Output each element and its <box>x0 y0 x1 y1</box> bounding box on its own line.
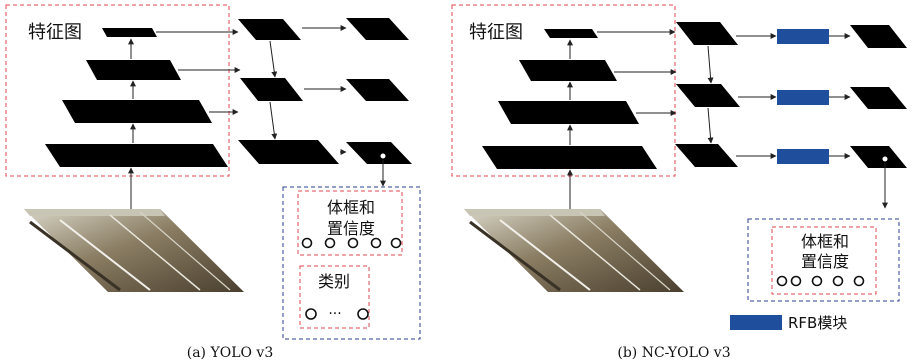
head-block <box>346 18 409 40</box>
caption-a: (a) YOLO v3 <box>187 345 273 361</box>
barn-photo-icon <box>24 209 244 292</box>
class-box <box>299 265 370 329</box>
circle-icon <box>832 275 844 287</box>
bbox-confidence-box <box>297 190 403 256</box>
bbox-label-line1: 体框和 <box>801 232 849 251</box>
circle-icon <box>776 275 788 287</box>
circle-icon <box>324 237 336 249</box>
rfb-module-block <box>777 90 829 105</box>
rfb-legend-swatch <box>730 315 782 330</box>
barn-photo-icon <box>464 209 684 292</box>
circle-icon <box>347 237 359 249</box>
feature-block <box>544 29 598 38</box>
feature-block <box>240 78 303 101</box>
feature-block <box>45 144 228 167</box>
arrow <box>269 101 278 140</box>
head-block <box>850 146 907 168</box>
panel-b: 特征图 体框和 置信度 <box>451 4 907 361</box>
class-label: 类别 <box>318 272 350 291</box>
circle-icon <box>305 308 317 320</box>
feature-block <box>86 60 181 80</box>
anchor-circles <box>301 237 402 249</box>
head-block <box>850 25 907 48</box>
feature-map-label: 特征图 <box>469 22 523 43</box>
circle-icon <box>790 275 802 287</box>
bbox-confidence-box <box>771 226 877 295</box>
output-explanation-box <box>282 186 421 340</box>
feature-block <box>519 60 617 81</box>
arrow <box>269 40 278 78</box>
rfb-module-block <box>777 149 829 164</box>
feature-block <box>238 140 339 164</box>
feature-block <box>482 146 657 169</box>
bbox-label-line2: 置信度 <box>801 252 849 271</box>
circle-icon <box>853 275 865 287</box>
feature-map-region <box>5 4 230 177</box>
feature-block <box>102 28 157 37</box>
feature-map-region <box>451 4 676 177</box>
circle-icon <box>357 308 369 320</box>
output-explanation-box <box>747 218 900 302</box>
feature-block <box>238 19 301 40</box>
feature-block <box>675 144 738 167</box>
circle-icon <box>390 237 402 249</box>
head-block <box>850 87 907 109</box>
feature-block <box>498 101 639 124</box>
head-block <box>346 79 409 101</box>
feature-block <box>676 22 738 45</box>
bbox-label-line1: 体框和 <box>327 198 375 217</box>
rfb-legend-label: RFB模块 <box>788 314 847 332</box>
feature-block <box>62 100 212 123</box>
arrow <box>707 107 714 144</box>
panel-a: 特征图 体框和 置信度 <box>5 4 421 361</box>
rfb-module-block <box>777 29 829 44</box>
bbox-label-line2: 置信度 <box>327 219 375 238</box>
head-block <box>346 142 412 164</box>
class-ellipsis: ··· <box>328 306 341 322</box>
circle-icon <box>370 237 382 249</box>
grid-cell-dot <box>882 156 888 162</box>
feature-block <box>676 84 740 107</box>
arrow <box>707 45 714 84</box>
feature-map-label: 特征图 <box>28 22 82 43</box>
grid-cell-dot <box>380 153 386 159</box>
circle-icon <box>301 237 313 249</box>
circle-icon <box>811 275 823 287</box>
caption-b: (b) NC-YOLO v3 <box>617 345 730 361</box>
anchor-circles <box>776 275 865 287</box>
